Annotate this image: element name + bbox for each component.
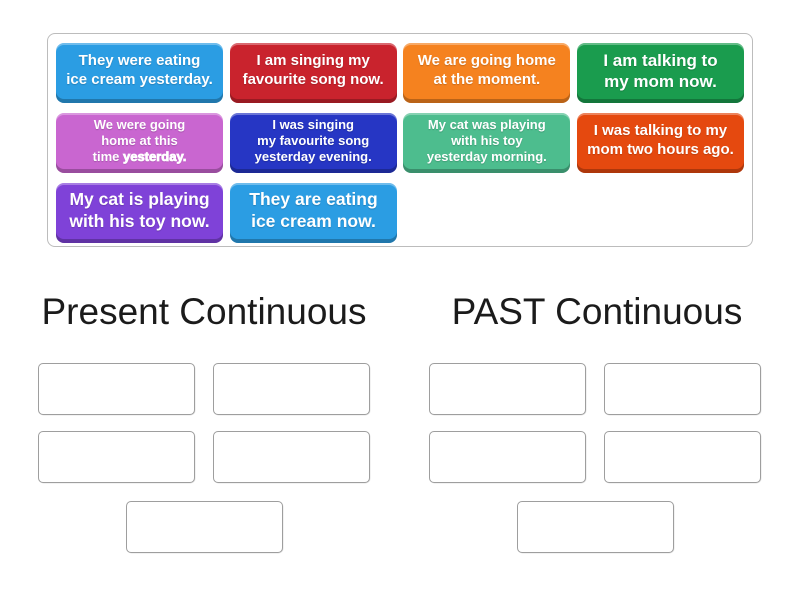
card-text-line: I was talking to my [593, 122, 728, 140]
card-text-line: They were eating [78, 52, 201, 70]
drop-slot[interactable] [517, 501, 674, 553]
card-text-line: I was singing [272, 116, 354, 132]
drop-slot[interactable] [429, 431, 586, 483]
card-text-line: They are eating [249, 189, 378, 210]
drop-slot[interactable] [126, 501, 283, 553]
drop-slot[interactable] [213, 363, 370, 415]
card-text-line: with his toy [451, 132, 523, 148]
drop-slot[interactable] [213, 431, 370, 483]
card-text-line: My cat is playing [69, 189, 210, 210]
card-text-line: I am singing my [256, 52, 370, 70]
card-text-line: We were going [93, 116, 186, 132]
card-text-line: yesterday evening. [254, 149, 372, 165]
card-text-line: at the moment. [433, 71, 541, 88]
card-text-line: We are going home [417, 52, 556, 70]
drop-slot[interactable] [38, 431, 195, 483]
drop-slot[interactable] [604, 363, 761, 415]
group-title-present-continuous: Present Continuous [41, 291, 367, 332]
drop-slot[interactable] [38, 363, 195, 415]
draggable-card[interactable]: I am talking to my mom now. [576, 43, 744, 103]
card-text-line: ice cream yesterday. [66, 71, 213, 88]
card-text-line: favourite song now. [242, 71, 384, 88]
card-text-line: home at this [101, 132, 178, 148]
card-text-line: I am talking to [603, 50, 718, 70]
card-text-line: my favourite song [257, 132, 370, 148]
drop-slot[interactable] [429, 363, 586, 415]
card-text-line: with his toy now. [69, 211, 210, 231]
card-text-line: mom two hours ago. [587, 141, 734, 158]
card-text-line: yesterday morning. [426, 149, 547, 165]
card-text-line: ice cream now. [251, 211, 376, 231]
card-text-line: My cat was playing [427, 116, 546, 132]
card-text-line: my mom now. [604, 72, 717, 91]
group-title-past-continuous: PAST Continuous [451, 291, 743, 332]
drop-slot[interactable] [604, 431, 761, 483]
card-text-line: time yesterday. [92, 149, 187, 165]
bold-word: yesterday. [122, 149, 187, 165]
